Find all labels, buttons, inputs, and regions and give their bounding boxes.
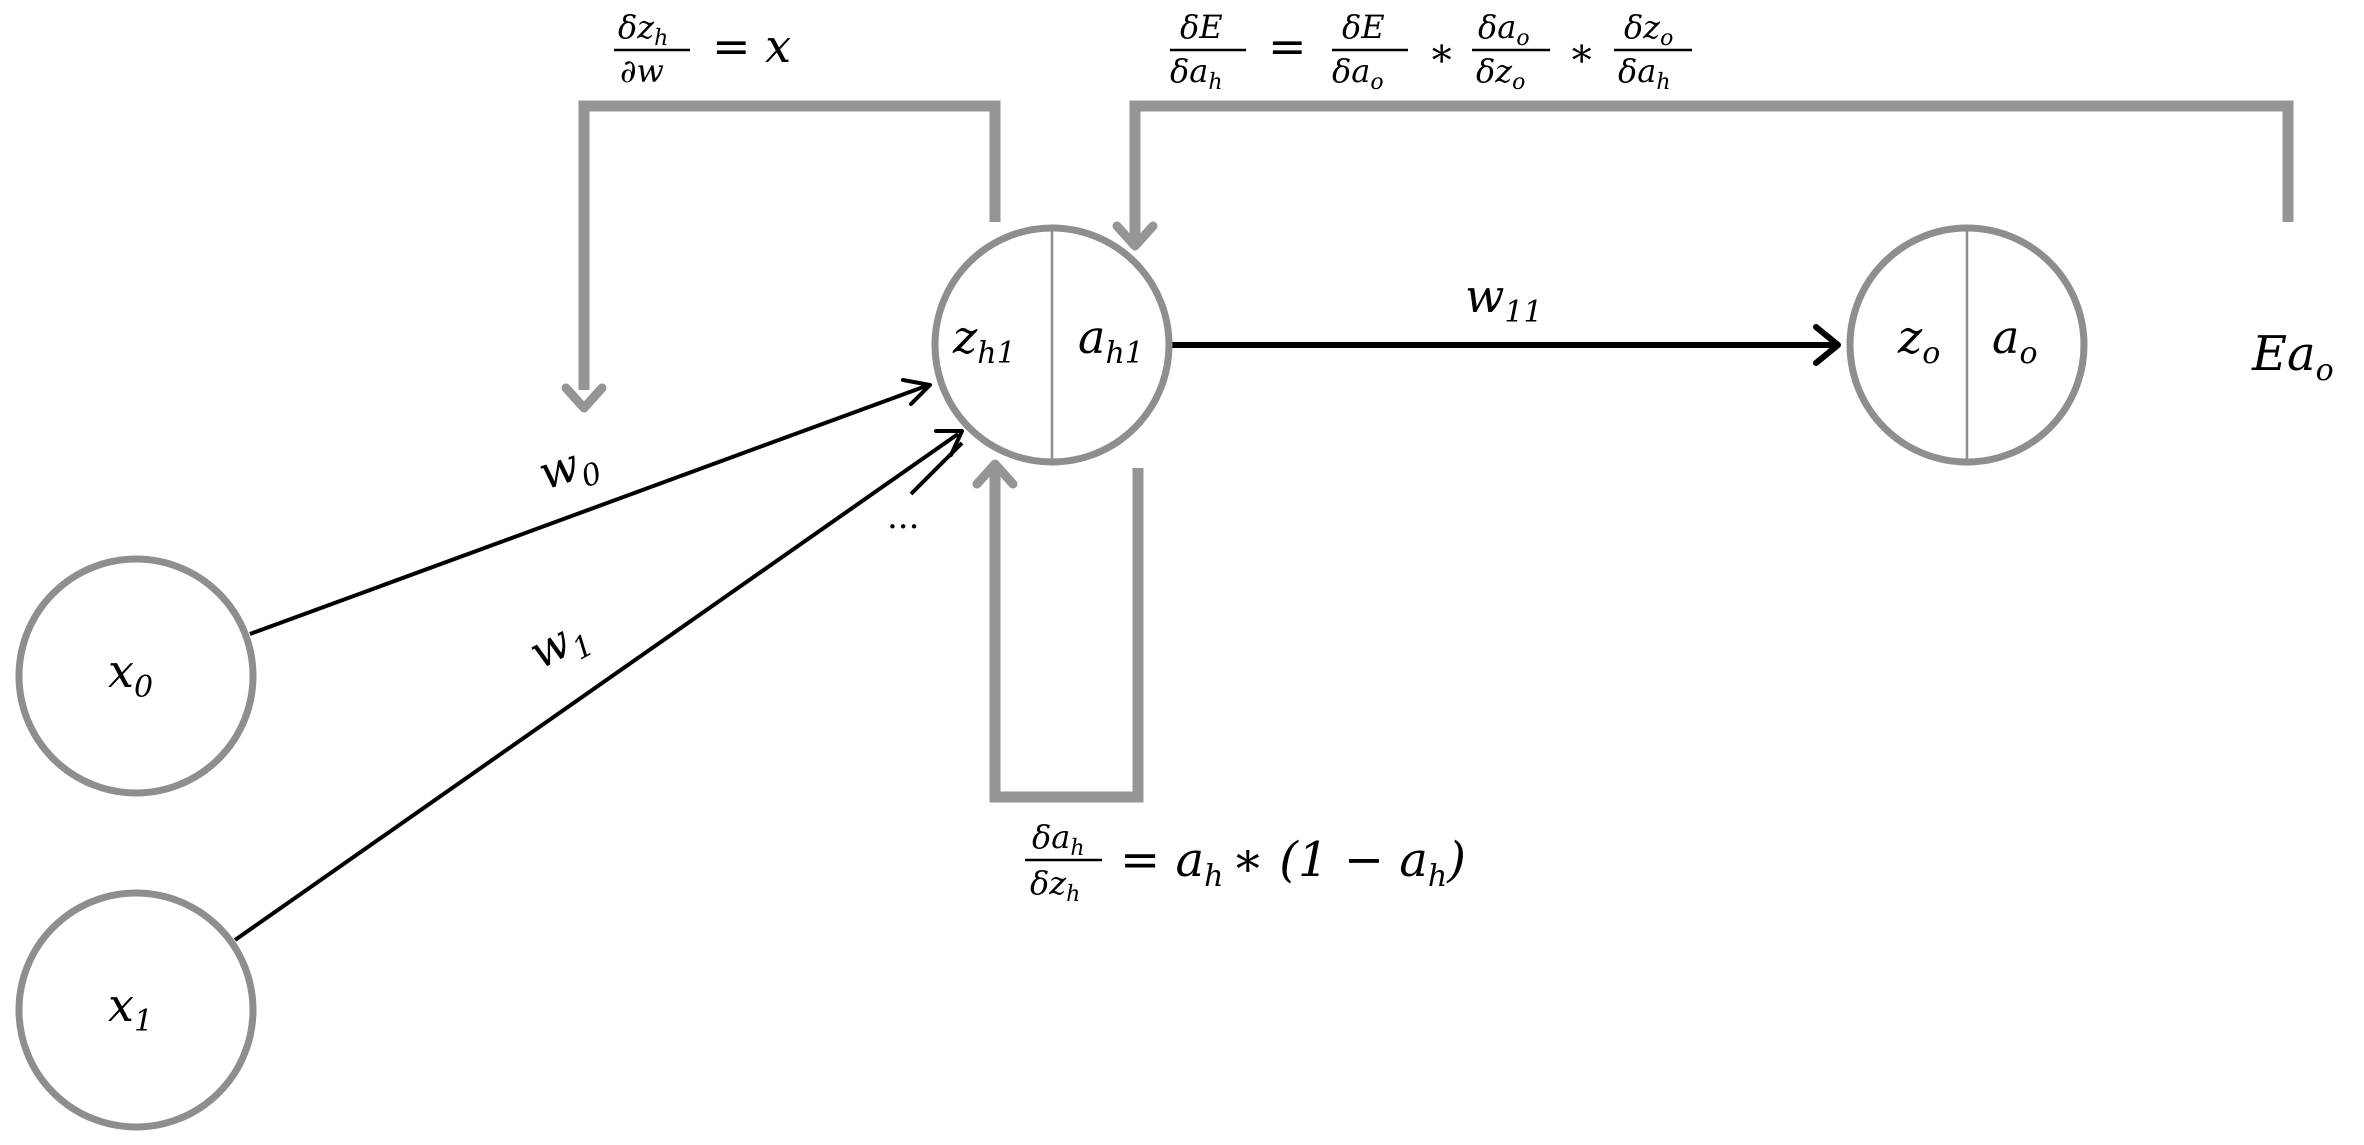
svg-text:∗: ∗ bbox=[1568, 30, 1595, 76]
svg-text:∂w: ∂w bbox=[620, 52, 664, 90]
weight-label-w0: w0 bbox=[532, 431, 606, 507]
svg-text:∗: ∗ bbox=[1428, 30, 1455, 76]
edge-hidden-to-output bbox=[1172, 324, 1841, 366]
edge-x1-to-hidden bbox=[233, 429, 964, 942]
svg-text:δE: δE bbox=[1342, 8, 1385, 46]
gradient-bracket-dz-dw bbox=[561, 100, 1001, 413]
svg-text:δzo: δzo bbox=[1476, 52, 1525, 95]
weight-label-w1: w1 bbox=[520, 605, 600, 686]
svg-text:δzh: δzh bbox=[1030, 864, 1080, 907]
svg-text:ah1: ah1 bbox=[1078, 310, 1144, 371]
svg-text:zh1: zh1 bbox=[952, 310, 1016, 371]
equation-da-dz: δah δzh = ah∗ (1 − ah) bbox=[1025, 818, 1466, 907]
svg-text:x1: x1 bbox=[108, 978, 153, 1039]
error-label: Eao bbox=[2251, 326, 2334, 388]
equation-dE-dah: δE δah = δE δao ∗ δao δzo ∗ δzo δah bbox=[1170, 8, 1692, 95]
ellipsis-label: ... bbox=[887, 497, 919, 537]
svg-text:x0: x0 bbox=[108, 644, 153, 705]
input-node-x1: x1 bbox=[15, 889, 257, 1131]
svg-text:ao: ao bbox=[1992, 310, 2038, 371]
svg-text:δah: δah bbox=[1170, 52, 1223, 95]
svg-text:δao: δao bbox=[1332, 52, 1384, 95]
svg-text:= ah∗ (1 − ah): = ah∗ (1 − ah) bbox=[1120, 832, 1466, 894]
svg-text:= x: = x bbox=[712, 19, 791, 73]
svg-text:δE: δE bbox=[1180, 8, 1223, 46]
input-node-x0: x0 bbox=[15, 555, 257, 797]
svg-text:δzo: δzo bbox=[1624, 8, 1673, 51]
svg-text:δah: δah bbox=[1618, 52, 1671, 95]
gradient-bracket-da-dz bbox=[972, 459, 1144, 803]
equation-dz-dw: δzh ∂w = x bbox=[614, 8, 791, 90]
weight-label-w11: w11 bbox=[1465, 269, 1543, 330]
svg-text:δah: δah bbox=[1032, 818, 1085, 861]
svg-text:=: = bbox=[1268, 19, 1307, 73]
edge-x0-to-hidden bbox=[249, 378, 932, 636]
gradient-bracket-dE-dah bbox=[1112, 100, 2294, 251]
svg-text:δao: δao bbox=[1478, 8, 1530, 51]
edge-ellipsis-to-hidden bbox=[909, 441, 964, 496]
output-node: zo ao bbox=[1846, 224, 2088, 466]
hidden-node-h1: zh1 ah1 bbox=[931, 224, 1173, 466]
svg-text:zo: zo bbox=[1897, 310, 1940, 371]
svg-text:δzh: δzh bbox=[618, 8, 668, 51]
